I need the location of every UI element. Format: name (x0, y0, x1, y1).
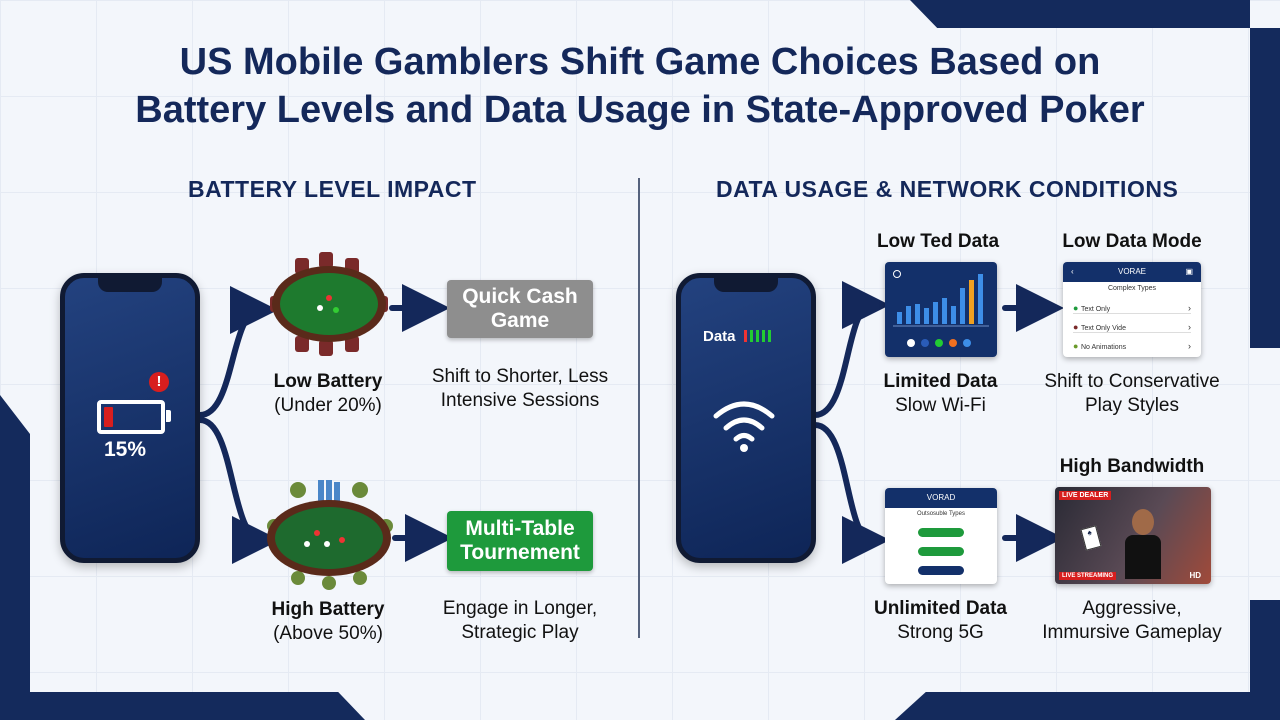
low-data-chart-card (885, 262, 997, 357)
high-battery-effect-2: Strategic Play (461, 622, 579, 643)
arrow-to-unlimited (812, 422, 890, 564)
corner-deco-top-right (910, 0, 1250, 28)
low-battery-sub: (Under 20%) (274, 395, 382, 416)
dealer-body (1125, 535, 1161, 579)
data-label: Data (703, 328, 771, 346)
unlimited-data-title: Unlimited Data (873, 598, 1008, 619)
corner-deco-right (1250, 28, 1280, 348)
wifi-icon (711, 396, 777, 456)
limited-data-sub: Slow Wi-Fi (895, 395, 986, 416)
high-battery-effect: Engage in Longer, Strategic Play (420, 597, 620, 645)
poker-table-small-icon (270, 252, 388, 357)
live-bottom: LIVE STREAMING (1059, 572, 1117, 580)
quick-cash-game-label: Quick Cash Game (462, 285, 578, 332)
corner-deco-bottom-left (30, 692, 365, 720)
section-divider (638, 178, 640, 638)
corner-deco-bottom-right (895, 692, 1280, 720)
mode-item-0: ● Text Only› (1073, 303, 1191, 314)
quick-cash-game-box: Quick Cash Game (447, 280, 593, 338)
battery-icon (97, 400, 171, 434)
back-icon: ‹ (1071, 267, 1074, 276)
dealer-head (1132, 509, 1154, 535)
title-line-2: Battery Levels and Data Usage in State-A… (135, 89, 1145, 131)
low-battery-effect-2: Intensive Sessions (440, 390, 600, 411)
arrow-to-low-battery (197, 286, 278, 418)
multi-table-tournament-box: Multi-Table Tournement (447, 511, 593, 571)
high-bw-effect-1: Aggressive, (1082, 598, 1182, 619)
corner-deco-right-bottom (1250, 600, 1280, 692)
signal-bars-icon (743, 329, 771, 346)
unlimited-data-card: VORAD Outsosuble Types (885, 488, 997, 584)
page-title: US Mobile Gamblers Shift Game Choices Ba… (0, 38, 1280, 134)
low-battery-title: Low Battery (273, 371, 383, 392)
unl-header-bar: VORAD (885, 488, 997, 508)
live-dealer-card: LIVE DEALER ♠ LIVE STREAMING HD (1055, 487, 1211, 584)
mode-item-2: ● No Animations› (1073, 341, 1191, 351)
search-icon (893, 270, 901, 278)
mode-header-text: VORAE (1117, 267, 1146, 276)
playing-cards-icon: ♠ (1080, 525, 1102, 551)
dealer-figure (1125, 509, 1161, 579)
mode-item-1: ● Text Only Vide› (1073, 322, 1191, 333)
phone-notch (98, 278, 162, 292)
limited-data-effect: Shift to Conservative Play Styles (1032, 370, 1232, 418)
data-section-title: DATA USAGE & NETWORK CONDITIONS (716, 176, 1179, 202)
arrow-to-limited (812, 281, 890, 418)
warning-icon: ! (149, 372, 169, 392)
mode-item-1-label: Text Only Vide (1080, 325, 1126, 332)
arrow-to-high-battery (197, 417, 280, 564)
high-battery-effect-1: Engage in Longer, (442, 598, 598, 619)
high-bw-effect-2: Immursive Gameplay (1042, 622, 1222, 643)
unlimited-data-label: Unlimited Data Strong 5G (858, 597, 1023, 645)
high-battery-label: High Battery (Above 50%) (258, 598, 398, 646)
low-data-mode-title: Low Data Mode (1062, 231, 1202, 252)
unl-sub: Outsosuble Types (917, 511, 965, 517)
data-label-text: Data (703, 328, 736, 345)
battery-percent: 15% (103, 438, 147, 461)
limited-data-title: Limited Data (883, 371, 998, 392)
mtt-label-1: Multi-Table (465, 517, 575, 540)
unl-button-2[interactable] (918, 547, 964, 556)
battery-phone: ! 15% (60, 273, 200, 563)
mode-header-bar: ‹ VORAE ▣ (1063, 262, 1201, 282)
mtt-label-2: Tournement (460, 541, 580, 564)
title-line-1: US Mobile Gamblers Shift Game Choices Ba… (179, 41, 1101, 83)
low-battery-label: Low Battery (Under 20%) (258, 370, 398, 418)
limited-data-label: Limited Data Slow Wi-Fi (858, 370, 1023, 418)
limited-effect-1: Shift to Conservative (1044, 371, 1220, 392)
corner-deco-left (0, 395, 30, 720)
high-bandwidth-title: High Bandwidth (1059, 456, 1205, 477)
high-battery-title: High Battery (271, 599, 385, 620)
mode-item-0-label: Text Only (1080, 306, 1111, 313)
mode-sub: Complex Types (1107, 285, 1157, 292)
unl-button-3[interactable] (918, 566, 964, 575)
live-tag: LIVE DEALER (1059, 491, 1112, 500)
data-phone: Data (676, 273, 816, 563)
high-battery-sub: (Above 50%) (273, 623, 383, 644)
low-battery-effect: Shift to Shorter, Less Intensive Session… (420, 365, 620, 413)
poker-table-large-icon (262, 478, 397, 593)
limited-effect-2: Play Styles (1085, 395, 1179, 416)
hd-badge: HD (1189, 571, 1201, 580)
menu-icon: ▣ (1185, 267, 1193, 276)
mini-bar-chart (893, 274, 989, 347)
battery-section-title: BATTERY LEVEL IMPACT (188, 176, 477, 202)
unl-button-1[interactable] (918, 528, 964, 537)
mode-item-2-label: No Animations (1080, 344, 1127, 351)
phone-notch-right (714, 278, 778, 292)
high-bandwidth-effect: Aggressive, Immursive Gameplay (1032, 597, 1232, 645)
battery-fill (104, 407, 113, 427)
low-ted-data-title: Low Ted Data (876, 231, 1000, 252)
unlimited-data-sub: Strong 5G (897, 622, 984, 643)
battery-tip (166, 410, 171, 422)
low-data-mode-card: ‹ VORAE ▣ Complex Types ● Text Only› ● T… (1063, 262, 1201, 357)
low-battery-effect-1: Shift to Shorter, Less (431, 366, 609, 387)
